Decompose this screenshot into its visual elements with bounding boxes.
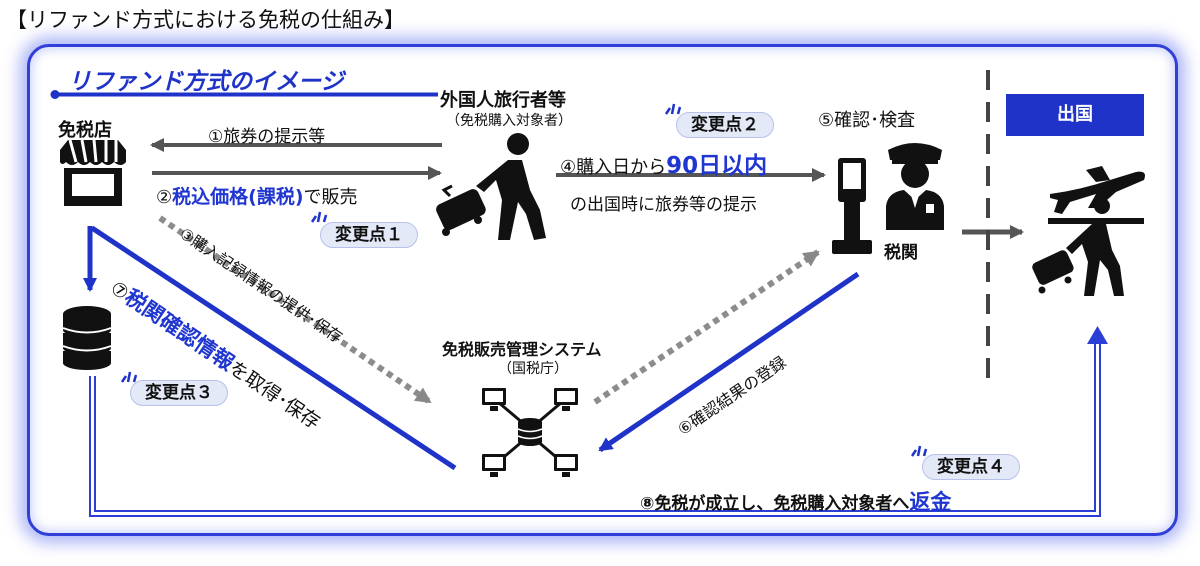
step2-suffix: で販売: [303, 187, 358, 208]
diagram-heading: リファンド方式のイメージ: [68, 69, 344, 95]
database-icon: [62, 306, 112, 370]
step4-highlight: 90日以内: [666, 153, 768, 179]
airplane-icon: [1050, 166, 1145, 214]
store-icon: [60, 140, 126, 206]
system-sublabel: （国税庁）: [498, 361, 568, 377]
change-point-badge-2: 変更点２: [676, 112, 774, 138]
step2-text: ②税込価格(課税)で販売: [156, 182, 358, 209]
line-step7: [90, 225, 457, 471]
step2-highlight: 税込価格(課税): [172, 186, 304, 208]
step1-text: ①旅券の提示等: [208, 127, 326, 147]
step8-prefix: ⑧免税が成立し、免税購入対象者へ: [640, 494, 910, 514]
change-point-badge-1: 変更点１: [320, 222, 418, 248]
change-point-badge-3: 変更点３: [130, 380, 228, 406]
page-title: 【リファンド方式における免税の仕組み】: [6, 8, 405, 32]
sparkle-icon: [910, 445, 928, 457]
store-label: 免税店: [58, 120, 112, 141]
step4-text: ④購入日から90日以内: [560, 146, 767, 180]
sparkle-icon: [120, 371, 138, 383]
sparkle-icon: [664, 103, 682, 115]
traveler-icon: [436, 133, 546, 240]
step8-text: ⑧免税が成立し、免税購入対象者へ返金: [640, 486, 951, 516]
traveler-sublabel: （免税購入対象者）: [446, 113, 572, 129]
step2-prefix: ②: [156, 187, 173, 208]
kiosk-icon: [832, 158, 872, 254]
step4-line2: の出国時に旅券等の提示: [570, 195, 757, 215]
system-label: 免税販売管理システム: [442, 340, 602, 359]
arrow-step8-head: [1087, 326, 1108, 344]
traveler-label: 外国人旅行者等: [440, 90, 566, 111]
departure-box: 出国: [1006, 94, 1144, 136]
step8-highlight: 返金: [909, 490, 952, 514]
arrow-step6: [598, 271, 860, 453]
customs-officer-icon: [886, 143, 944, 230]
heading-underline: [50, 90, 438, 99]
change-point-badge-4: 変更点４: [922, 454, 1020, 480]
system-network-icon: [482, 388, 578, 477]
confirm-inspect-label: ⑤確認･検査: [818, 110, 916, 131]
step4-prefix: ④購入日から: [560, 157, 667, 178]
sparkle-icon: [310, 211, 328, 223]
arrow-system-to-customs: [593, 249, 820, 405]
departing-traveler-icon: [1032, 200, 1144, 296]
customs-label: 税関: [884, 243, 918, 263]
